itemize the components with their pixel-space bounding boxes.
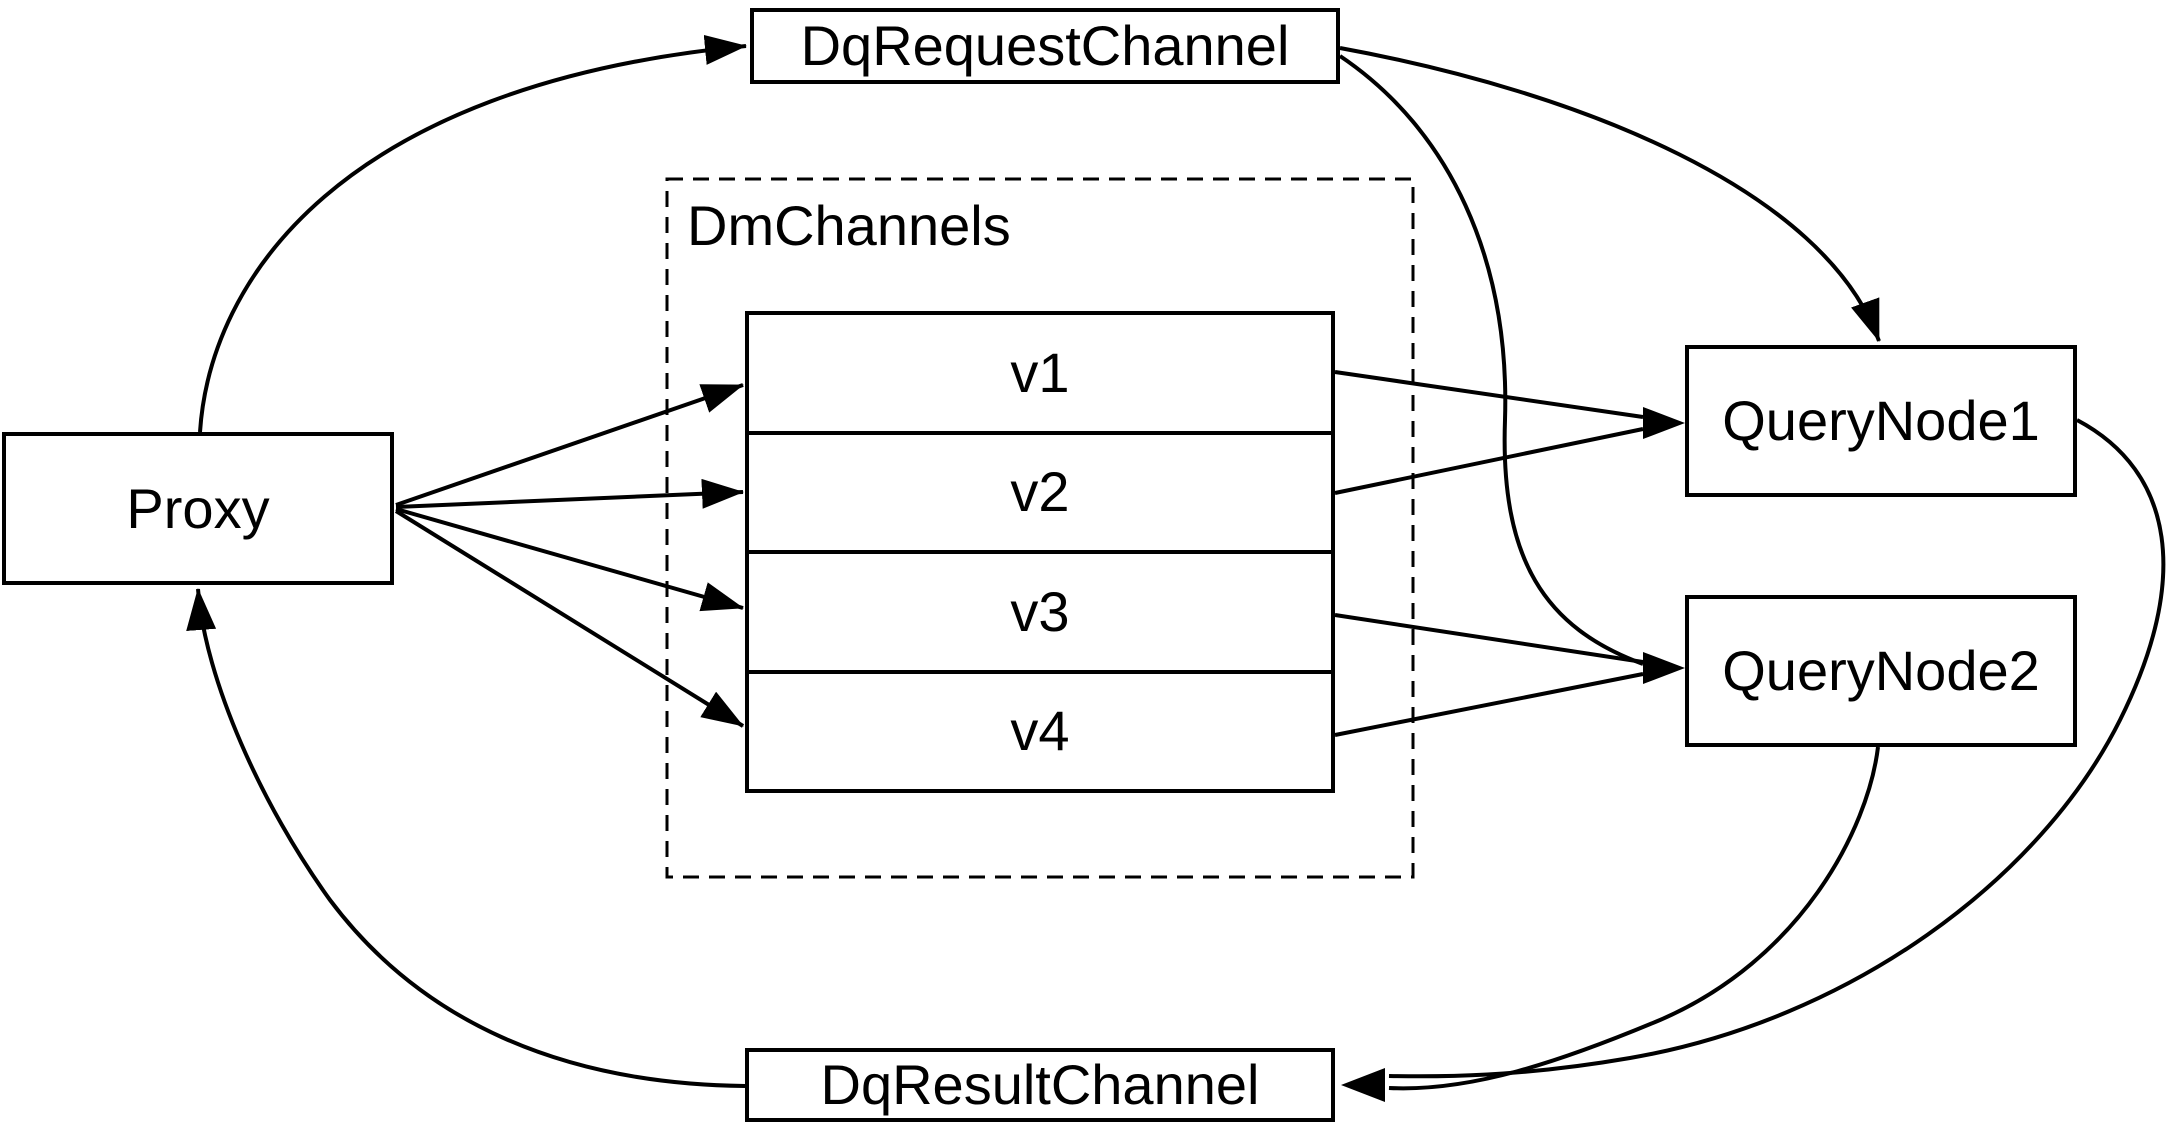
node-proxy: Proxy [2, 432, 394, 585]
arrow-v4-to-querynode2 [1334, 672, 1644, 737]
node-v1: v1 [1010, 340, 1070, 404]
node-dq-request-channel: DqRequestChannel [750, 8, 1340, 84]
arrowhead-querynode1-left [1643, 407, 1685, 439]
arrow-proxy-to-v1 [395, 383, 744, 507]
arrow-querynode1-to-dqresultchannel [1388, 418, 2166, 1079]
node-query-node-2: QueryNode2 [1685, 595, 2077, 747]
arrow-dqrequestchannel-to-querynode2 [1338, 54, 1644, 666]
arrow-proxy-to-v3 [395, 507, 744, 612]
node-v4: v4 [749, 669, 1331, 790]
arrow-v1-to-querynode1 [1334, 370, 1644, 419]
arrow-querynode2-to-dqresultchannel [1388, 746, 1880, 1091]
arrow-dqresultchannel-to-proxy [186, 588, 746, 1088]
arrow-v2-to-querynode1 [1334, 427, 1644, 495]
arrowhead-querynode2-left [1643, 652, 1685, 684]
node-query-node-1: QueryNode1 [1685, 345, 2077, 497]
dmchannels-dashed-border [665, 177, 1415, 879]
arrow-proxy-to-v2 [395, 478, 744, 509]
arrow-dqrequestchannel-to-querynode1 [1339, 46, 1881, 342]
arrow-v3-to-querynode2 [1334, 613, 1644, 664]
arrow-proxy-to-dqrequestchannel [198, 35, 747, 433]
dmchannels-group-label: DmChannels [687, 194, 1011, 257]
dmchannels-stack: v1 v2 v3 v4 [745, 311, 1335, 793]
arrow-proxy-to-v4 [394, 509, 745, 728]
node-v3: v3 [749, 550, 1331, 670]
arrowhead-dqresultchannel-right [1341, 1068, 1385, 1102]
node-dq-result-channel: DqResultChannel [745, 1048, 1335, 1122]
node-v2: v2 [749, 430, 1331, 551]
